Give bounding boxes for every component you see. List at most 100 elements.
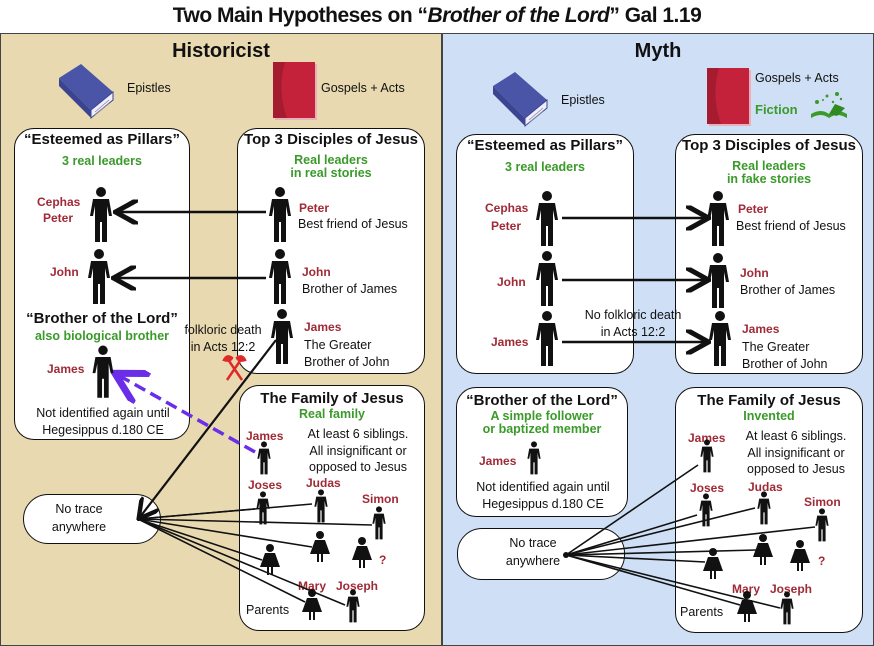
family-joses-label: Joses [690,481,725,495]
title-emphasis: Brother of the Lord [427,4,610,27]
myth-heading: Myth [634,40,682,62]
disciple-john-desc: Brother of James [740,283,836,297]
disciple-peter-name: Peter [299,201,330,215]
family-joses-label: Joses [248,478,283,492]
disciple-james-name: James [742,322,780,336]
brother-title: “Brother of the Lord” [466,392,618,409]
epistles-label: Epistles [561,93,605,107]
no-trace-2: anywhere [505,554,561,568]
family-box: The Family of Jesus Real family James At… [239,385,425,631]
pillars-title: “Esteemed as Pillars” [467,137,623,154]
disciple-john-desc: Brother of James [302,282,398,296]
family-subtitle: Invented [743,409,795,423]
no-trace-1: No trace [509,536,557,550]
family-james-label: James [688,431,726,445]
disciples-subtitle-2: in real stories [290,166,372,180]
disciples-subtitle-2: in fake stories [726,172,812,186]
brother-subtitle-2: or baptized member [482,422,602,436]
family-james-label: James [246,429,284,443]
no-death-note-1: No folkloric death [584,308,682,322]
diagram-title: Two Main Hypotheses on “Brother of the L… [0,4,874,28]
family-box: The Family of Jesus Invented James At le… [675,387,863,633]
family-unknown-label: ? [379,553,387,567]
siblings-note-2: All insignificant or [747,446,845,460]
disciple-james-desc-2: Brother of John [742,357,828,371]
disciple-james-desc-1: The Greater [742,340,810,354]
family-judas-label: Judas [748,480,783,494]
historicist-heading: Historicist [172,40,270,62]
epistles-label: Epistles [127,81,171,95]
epistles-book-icon [493,72,548,128]
gospels-book-icon [273,62,317,120]
brother-subtitle: also biological brother [34,329,170,343]
myth-panel: Myth Epistles Gospels + Acts Fiction “Es… [442,33,874,646]
disciples-title: Top 3 Disciples of Jesus [682,137,856,154]
no-trace-2: anywhere [51,520,107,534]
pillars-subtitle: 3 real leaders [62,154,142,168]
disciple-james-desc-2: Brother of John [304,355,390,369]
siblings-note-3: opposed to Jesus [747,462,845,476]
no-trace-1: No trace [55,502,103,516]
gospels-label: Gospels + Acts [321,81,405,95]
family-subtitle: Real family [298,407,365,421]
disciple-peter-desc: Best friend of Jesus [298,217,408,231]
family-mary-label: Mary [732,582,761,596]
pillars-title: “Esteemed as Pillars” [24,131,180,148]
siblings-note-3: opposed to Jesus [309,460,407,474]
no-death-note-2: in Acts 12:2 [600,325,666,339]
disciple-peter-name: Peter [738,202,769,216]
siblings-note-1: At least 6 siblings. [745,429,847,443]
john-label: John [50,265,79,279]
peter-label: Peter [43,211,74,225]
brother-box: “Brother of the Lord” A simple follower … [456,387,628,517]
disciple-peter-desc: Best friend of Jesus [736,219,846,233]
no-trace-box: No trace anywhere [457,528,625,580]
parents-label: Parents [246,603,290,617]
disciples-box: Top 3 Disciples of Jesus Real leaders in… [237,128,425,374]
epistles-book-icon [59,64,114,120]
family-judas-label: Judas [306,476,341,490]
disciples-box: Top 3 Disciples of Jesus Real leaders in… [675,134,863,374]
disciples-subtitle-1: Real leaders [732,159,806,173]
siblings-note-1: At least 6 siblings. [307,427,409,441]
family-mary-label: Mary [298,579,327,593]
pillars-box: “Esteemed as Pillars” 3 real leaders Cep… [14,128,190,440]
john-label: John [497,275,526,289]
pillars-subtitle: 3 real leaders [505,160,585,174]
title-suffix: ” Gal 1.19 [609,4,702,27]
disciple-john-name: John [740,266,769,280]
disciples-subtitle-1: Real leaders [294,153,368,167]
fiction-label: Fiction [755,102,798,117]
disciple-james-name: James [304,320,342,334]
brother-james-label: James [479,454,517,468]
parents-label: Parents [680,605,724,619]
family-unknown-label: ? [818,554,826,568]
peter-label: Peter [491,219,522,233]
cephas-label: Cephas [37,195,81,209]
no-trace-box: No trace anywhere [23,494,161,544]
james-label: James [491,335,529,349]
brother-note-1: Not identified again until [476,480,610,494]
family-joseph-label: Joseph [770,582,813,596]
gospels-label: Gospels + Acts [755,71,839,85]
death-note-1: folkloric death [184,323,262,337]
brother-note-1: Not identified again until [36,406,170,420]
disciples-title: Top 3 Disciples of Jesus [244,131,418,148]
brother-subtitle-1: A simple follower [490,409,594,423]
siblings-note-2: All insignificant or [309,444,407,458]
family-title: The Family of Jesus [260,390,404,407]
family-title: The Family of Jesus [697,392,841,409]
family-joseph-label: Joseph [336,579,379,593]
death-note-2: in Acts 12:2 [190,340,256,354]
gospels-book-icon [707,68,751,126]
brother-james-label: James [47,362,85,376]
cephas-label: Cephas [485,201,529,215]
fiction-book-sparkle-icon [811,92,847,118]
family-simon-label: Simon [362,492,399,506]
brother-note-2: Hegesippus d.180 CE [482,497,604,511]
disciple-james-desc-1: The Greater [304,338,372,352]
family-simon-label: Simon [804,495,841,509]
brother-title: “Brother of the Lord” [26,310,178,327]
title-prefix: Two Main Hypotheses on “ [172,4,428,27]
brother-note-2: Hegesippus d.180 CE [42,423,164,437]
